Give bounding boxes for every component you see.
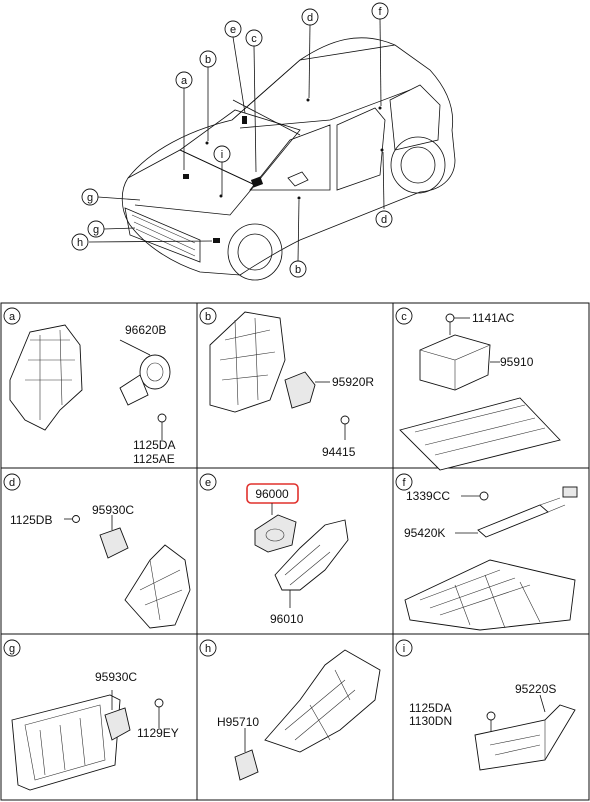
label-95220S: 95220S	[515, 682, 556, 696]
callout-h-label: h	[77, 237, 83, 249]
cell-h: h H95710	[199, 639, 381, 781]
label-95420K: 95420K	[404, 526, 445, 540]
callout-b-bottom: b	[289, 260, 307, 278]
cell-f-letter: f	[402, 477, 406, 489]
overview-callouts: a b e c d f d g g h i b	[71, 2, 393, 278]
cell-f: f 1339CC 95420K	[395, 473, 578, 631]
cell-b: b 95920R 94415	[199, 307, 374, 459]
label-95920R: 95920R	[332, 375, 374, 389]
label-1125DB: 1125DB	[10, 513, 52, 527]
cell-d-letter: d	[9, 477, 15, 489]
callout-e-label: e	[230, 24, 236, 36]
callout-d-right: d	[375, 210, 393, 228]
cell-a: a 96620B 1125DA 1125AE	[3, 307, 175, 466]
label-96620B: 96620B	[125, 323, 166, 337]
label-1125AE: 1125AE	[133, 452, 175, 466]
callout-g-bottom: g	[87, 220, 105, 238]
cell-e-letter: e	[205, 477, 211, 489]
callout-b-top: b	[199, 50, 217, 68]
label-1130DN: 1130DN	[409, 714, 452, 728]
callout-i: i	[213, 145, 231, 163]
highlight-box	[246, 483, 299, 504]
callout-f: f	[371, 2, 389, 20]
label-96010: 96010	[270, 612, 304, 626]
callout-h: h	[71, 233, 89, 251]
callout-d-label: d	[381, 214, 387, 226]
label-95910: 95910	[500, 355, 534, 369]
label-96000: 96000	[255, 487, 289, 501]
cell-c-letter: c	[401, 311, 407, 323]
label-1339CC: 1339CC	[406, 489, 450, 503]
cell-h-letter: h	[205, 643, 211, 655]
callout-d-top: d	[301, 8, 319, 26]
cell-d: d 1125DB 95930C	[3, 473, 191, 629]
cell-b-letter: b	[205, 311, 211, 323]
callout-a-label: a	[181, 75, 188, 87]
label-1129EY: 1129EY	[137, 726, 179, 740]
callout-g-label: g	[93, 224, 99, 236]
callout-c: c	[245, 29, 263, 47]
cell-i: i 1125DA 1130DN 95220S	[395, 639, 576, 771]
callout-d-label: d	[307, 12, 313, 24]
callout-b-label: b	[295, 264, 301, 276]
callout-e: e	[224, 20, 242, 38]
cell-a-letter: a	[9, 311, 16, 323]
cell-g-letter: g	[9, 643, 15, 655]
label-95930C: 95930C	[95, 670, 137, 684]
cell-i-letter: i	[403, 643, 405, 655]
label-1125DA: 1125DA	[409, 701, 451, 715]
label-94415: 94415	[322, 445, 356, 459]
label-1125DA: 1125DA	[133, 438, 175, 452]
label-95930C: 95930C	[92, 503, 134, 517]
callout-c-label: c	[251, 33, 257, 45]
label-H95710: H95710	[217, 715, 259, 729]
parts-grid	[0, 302, 590, 801]
vehicle-overview	[121, 37, 456, 281]
callout-i-label: i	[221, 149, 223, 161]
callout-g-top: g	[81, 188, 99, 206]
cell-e: e 96000 96010	[199, 473, 349, 626]
callout-f-label: f	[378, 6, 382, 18]
cell-c: c 1141AC 95910	[395, 307, 561, 471]
cell-g: g 95930C 1129EY	[3, 639, 179, 791]
callout-g-label: g	[87, 192, 93, 204]
callout-b-label: b	[205, 54, 211, 66]
callout-a: a	[175, 71, 193, 89]
label-1141AC: 1141AC	[472, 311, 515, 325]
